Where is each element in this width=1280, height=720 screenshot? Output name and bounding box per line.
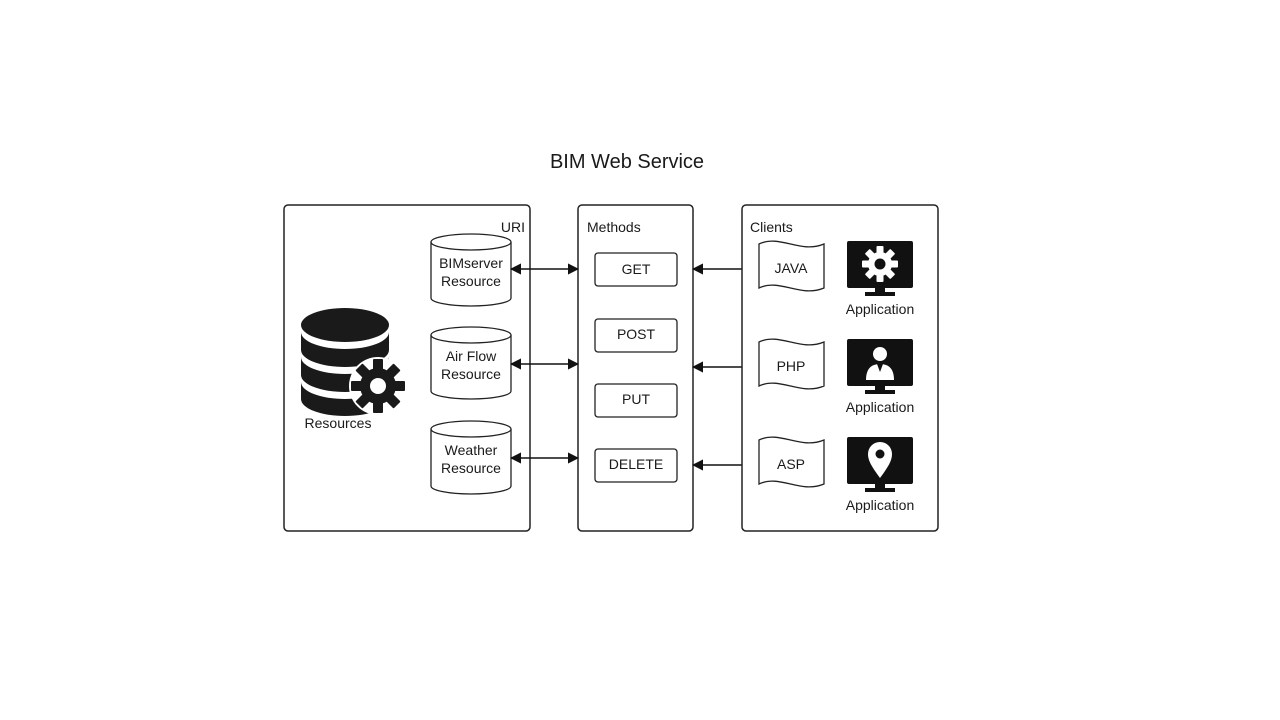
method-get: GET (594, 252, 678, 287)
language-label: ASP (777, 456, 805, 472)
location-pin-icon (868, 442, 892, 478)
client-java: JAVA (758, 240, 825, 292)
resource-label: Resource (441, 366, 501, 382)
language-tag (758, 240, 825, 292)
database-gear-icon (301, 308, 407, 416)
method-label: POST (617, 326, 656, 342)
resource-weather: Weather Resource (430, 420, 512, 495)
language-tag (758, 338, 825, 390)
method-label: DELETE (609, 456, 663, 472)
method-label: GET (622, 261, 651, 277)
method-delete: DELETE (594, 448, 678, 483)
resource-label: Air Flow (446, 348, 497, 364)
method-label: PUT (622, 391, 650, 407)
language-label: PHP (777, 358, 806, 374)
resource-label: Resource (441, 460, 501, 476)
client-asp: ASP (758, 436, 825, 488)
user-icon (866, 347, 894, 380)
resource-label: Resource (441, 273, 501, 289)
resource-air-flow: Air Flow Resource (430, 326, 512, 400)
application-label: Application (846, 399, 915, 415)
language-label: JAVA (775, 260, 809, 276)
method-put: PUT (594, 383, 678, 418)
resource-bimserver: BIMserver Resource (430, 233, 512, 307)
application-label: Application (846, 301, 915, 317)
application-gear-monitor: Application (846, 241, 915, 317)
resource-label: BIMserver (439, 255, 503, 271)
resource-label: Weather (445, 442, 498, 458)
language-tag (758, 436, 825, 488)
gear-icon (862, 246, 898, 282)
clients-header: Clients (750, 219, 793, 235)
application-user-monitor: Application (846, 339, 915, 415)
diagram-title: BIM Web Service (550, 151, 704, 173)
application-location-monitor: Application (846, 437, 915, 513)
database-label: Resources (305, 415, 372, 431)
client-php: PHP (758, 338, 825, 390)
method-post: POST (594, 318, 678, 353)
methods-header: Methods (587, 219, 641, 235)
application-label: Application (846, 497, 915, 513)
uri-label: URI (501, 219, 525, 235)
